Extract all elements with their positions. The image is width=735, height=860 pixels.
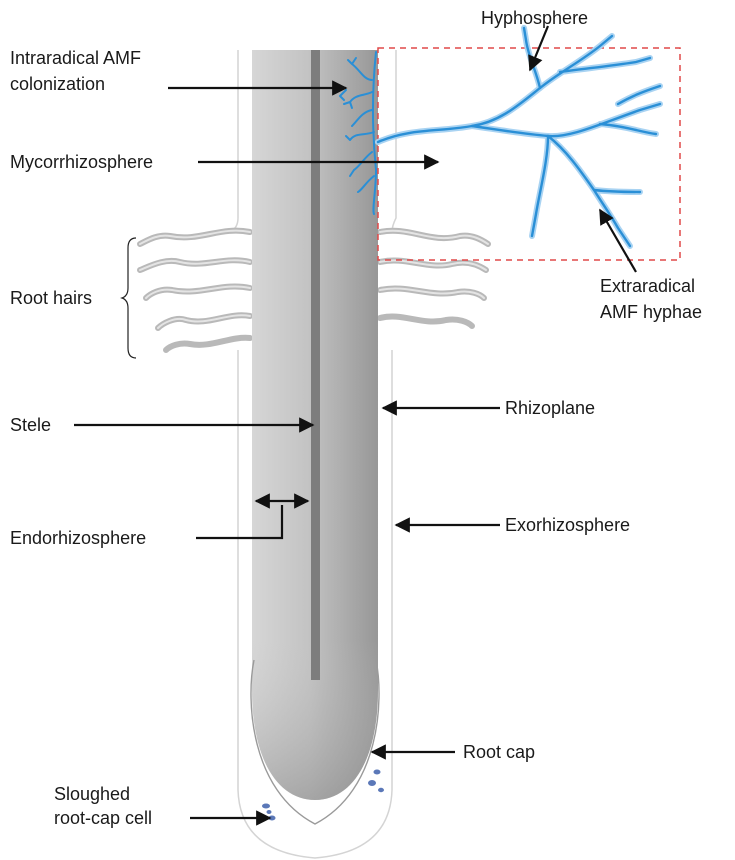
label-rhizoplane: Rhizoplane <box>505 398 595 418</box>
extraradical-hyphae-glow <box>378 28 660 246</box>
label-stele: Stele <box>10 415 51 435</box>
arrow-extraradical <box>600 210 636 272</box>
label-sloughed-line2: root-cap cell <box>54 808 152 828</box>
label-intraradical-line2: colonization <box>10 74 105 94</box>
label-endorhizosphere: Endorhizosphere <box>10 528 146 548</box>
label-intraradical-line1: Intraradical AMF <box>10 48 141 68</box>
label-extraradical-line1: Extraradical <box>600 276 695 296</box>
label-exorhizosphere: Exorhizosphere <box>505 515 630 535</box>
label-sloughed-line1: Sloughed <box>54 784 130 804</box>
label-root-hairs: Root hairs <box>10 288 92 308</box>
stele <box>311 50 320 680</box>
root-hairs-bracket <box>122 238 136 358</box>
extraradical-hyphae <box>378 28 660 246</box>
mycorrhizosphere-box <box>378 48 680 260</box>
label-mycorrhizosphere: Mycorrhizosphere <box>10 152 153 172</box>
label-hyphosphere: Hyphosphere <box>481 8 588 28</box>
label-extraradical-line2: AMF hyphae <box>600 302 702 322</box>
label-root-cap: Root cap <box>463 742 535 762</box>
